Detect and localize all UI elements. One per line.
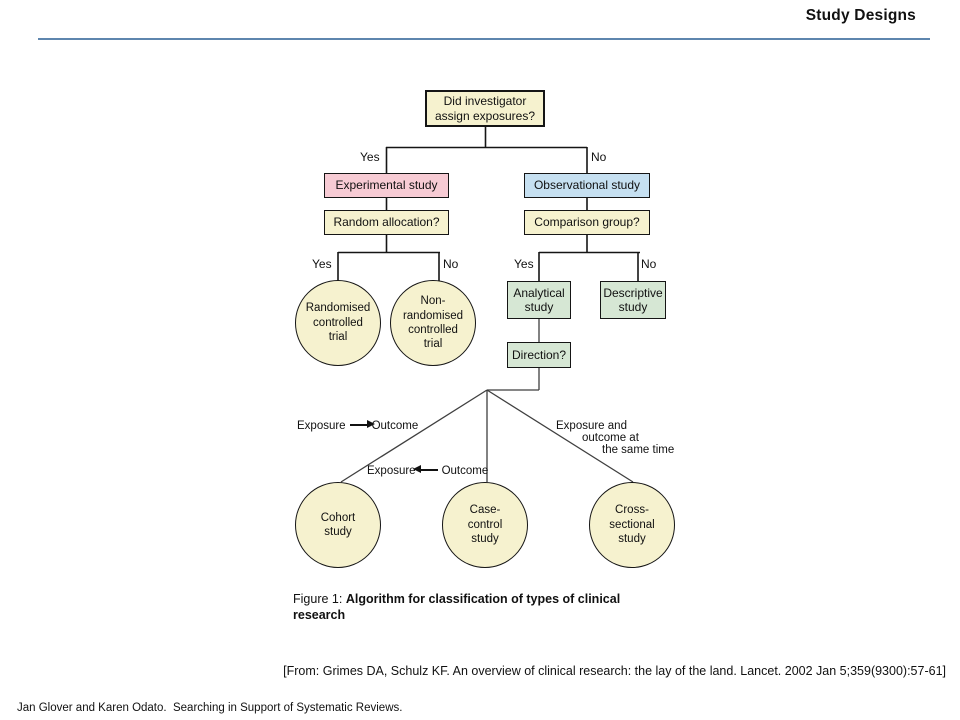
node-non-randomised-controlled-trial: Non- randomised controlled trial	[390, 280, 476, 366]
branch-label-no-3: No	[641, 257, 657, 271]
branch-label-yes-2: Yes	[312, 257, 332, 271]
node-cohort-study: Cohort study	[295, 482, 381, 568]
direction-fan-connectors	[340, 319, 634, 483]
node-randomised-controlled-trial: Randomised controlled trial	[295, 280, 381, 366]
node-root-question: Did investigator assign exposures?	[425, 90, 545, 127]
figure-caption: Figure 1: Algorithm for classification o…	[293, 592, 645, 623]
node-cross-sectional-study: Cross- sectional study	[589, 482, 675, 568]
edge-label-text: Exposure	[367, 465, 416, 477]
node-observational-study: Observational study	[524, 173, 650, 198]
node-comparison-group: Comparison group?	[524, 210, 650, 235]
edge-label-text: Outcome	[371, 420, 419, 432]
left-arrow-icon	[412, 465, 438, 474]
edge-label-same-time: Exposure and outcome at the same time	[556, 420, 674, 456]
branch-label-no-2: No	[443, 257, 459, 271]
node-case-control-study: Case- control study	[442, 482, 528, 568]
branch-label-yes-1: Yes	[360, 150, 380, 164]
tree-connectors	[337, 127, 640, 283]
page-title: Study Designs	[805, 7, 916, 24]
node-random-allocation: Random allocation?	[324, 210, 449, 235]
edge-label-outcome-to-exposure: Exposure Outcome	[367, 465, 488, 477]
edge-label-exposure-to-outcome: Exposure Outcome	[297, 420, 418, 432]
right-arrow-icon	[349, 420, 375, 429]
edge-label-text: outcome at	[582, 432, 639, 444]
figure-caption-title: Algorithm for classification of types of…	[293, 592, 621, 622]
node-direction-question: Direction?	[507, 342, 571, 368]
edge-label-text: Outcome	[441, 465, 489, 477]
branch-label-yes-3: Yes	[514, 257, 534, 271]
footer-credit: Jan Glover and Karen Odato. Searching in…	[17, 702, 403, 714]
edge-label-text: Exposure	[297, 420, 346, 432]
edge-label-text: the same time	[602, 444, 675, 456]
source-citation: [From: Grimes DA, Schulz KF. An overview…	[283, 664, 946, 678]
node-descriptive-study: Descriptive study	[600, 281, 666, 319]
node-analytical-study: Analytical study	[507, 281, 571, 319]
edge-label-text: Exposure and	[556, 420, 627, 432]
header-rule	[38, 38, 930, 40]
branch-label-no-1: No	[591, 150, 607, 164]
node-experimental-study: Experimental study	[324, 173, 449, 198]
figure-caption-prefix: Figure 1:	[293, 592, 346, 606]
